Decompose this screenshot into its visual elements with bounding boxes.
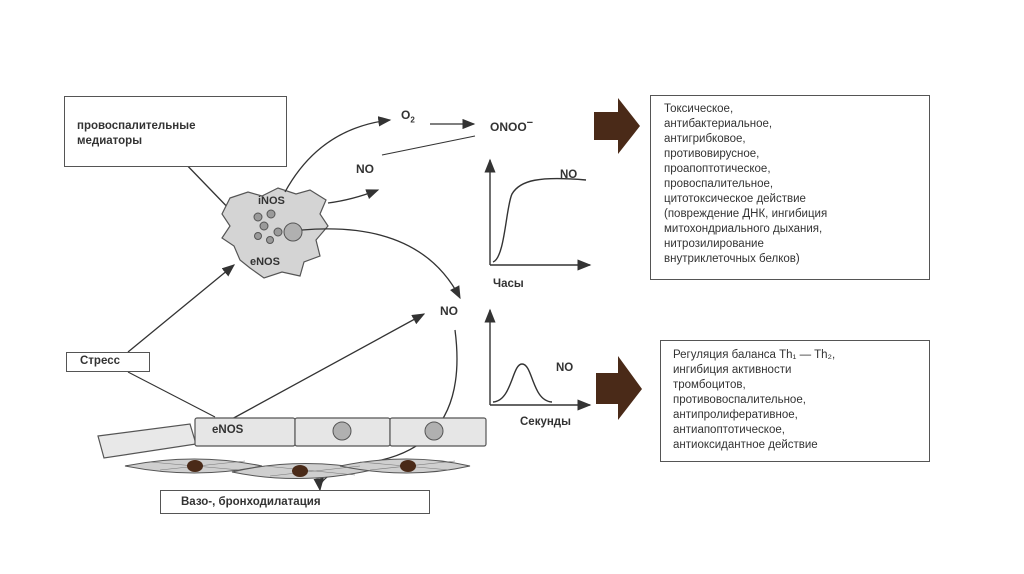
graph-seconds-x-label: Секунды [520, 416, 571, 428]
effects-bottom-list: Регуляция баланса Th₁ — Th₂, ингибиция ак… [673, 348, 835, 453]
curve-no-seconds [492, 363, 553, 403]
o2-symbol: O [401, 108, 411, 122]
endothelial-cell-1 [97, 423, 197, 459]
o2-label: O2 [401, 108, 415, 124]
effect-line: митохондриального дыхания, [664, 223, 823, 235]
curve-no-hours [492, 177, 587, 263]
nucleus-4 [424, 421, 444, 441]
effect-line: Токсическое, [664, 103, 734, 115]
line-stress-to-endothelium [127, 371, 216, 418]
effect-line: ингибиция активности [673, 364, 792, 376]
block-arrow-bottom [596, 356, 642, 420]
arrow-cell-to-no-middle [301, 228, 461, 300]
effect-line: тромбоцитов, [673, 379, 746, 391]
effect-line: противовоспалительное, [673, 394, 806, 406]
smooth-muscle-layer [124, 458, 471, 479]
enos-label-endothelium: eNOS [212, 424, 244, 436]
arrow-stress-to-cell [127, 264, 236, 353]
graph-seconds [484, 308, 592, 411]
vasodilation-box: Вазо-, бронходилатация [160, 490, 430, 514]
effect-line: антибактериальное, [664, 118, 773, 130]
nucleus-3 [332, 421, 352, 441]
mediators-box: провоспалительные медиаторы [64, 96, 287, 167]
graph-hours-curve-label: NO [560, 169, 578, 181]
inos-label: iNOS [258, 195, 285, 207]
block-arrow-top [594, 98, 640, 154]
no-label-upper: NO [356, 162, 374, 176]
no-label-middle: NO [440, 304, 458, 318]
o2-subscript: 2 [410, 115, 415, 125]
cell-granules [253, 209, 303, 244]
stress-label: Стресс [80, 355, 120, 367]
onoo-symbol: ONOO [490, 120, 527, 134]
graph-hours-x-label: Часы [493, 278, 524, 290]
endothelial-cell-2 [194, 417, 296, 447]
muscle-nucleus-3 [400, 460, 416, 472]
mediators-label: провоспалительные медиаторы [77, 120, 196, 147]
effect-line: антиоксидантное действие [673, 439, 818, 451]
effects-top-box: Токсическое, антибактериальное, антигрибко… [650, 95, 930, 280]
effect-line: нитрозилирование [664, 238, 764, 250]
effect-line: антипролиферативное, [673, 409, 798, 421]
effect-line: (повреждение ДНК, ингибиция [664, 208, 828, 220]
effect-line: проапоптотическое, [664, 163, 771, 175]
effect-line: антигрибковое, [664, 133, 746, 145]
muscle-nucleus-2 [292, 465, 308, 477]
graph-seconds-curve-label: NO [556, 362, 574, 374]
effect-line: внутриклеточных белков) [664, 253, 800, 265]
effect-line: Регуляция баланса Th₁ — Th₂, [673, 349, 836, 361]
arrow-inos-to-no [327, 189, 380, 204]
endothelium [97, 417, 487, 459]
onoo-charge: − [526, 117, 534, 129]
graph-hours [484, 158, 592, 271]
enos-label-macrophage: eNOS [250, 256, 280, 268]
arrow-inos-to-o2 [284, 116, 392, 193]
effect-line: противовирусное, [664, 148, 760, 160]
onoo-label: ONOO− [490, 117, 533, 134]
muscle-nucleus-1 [187, 460, 203, 472]
effects-bottom-box: Регуляция баланса Th₁ — Th₂, ингибиция ак… [660, 340, 930, 462]
effects-top-list: Токсическое, антибактериальное, антигрибко… [664, 102, 827, 267]
stress-box: Стресс [66, 352, 150, 372]
arrow-enos-to-no [229, 313, 426, 421]
effect-line: цитотоксическое действие [664, 193, 806, 205]
effect-line: провоспалительное, [664, 178, 774, 190]
effect-line: антиапоптотическое, [673, 424, 785, 436]
vasodilation-label: Вазо-, бронходилатация [181, 496, 321, 508]
line-no-to-onoo [381, 135, 476, 156]
